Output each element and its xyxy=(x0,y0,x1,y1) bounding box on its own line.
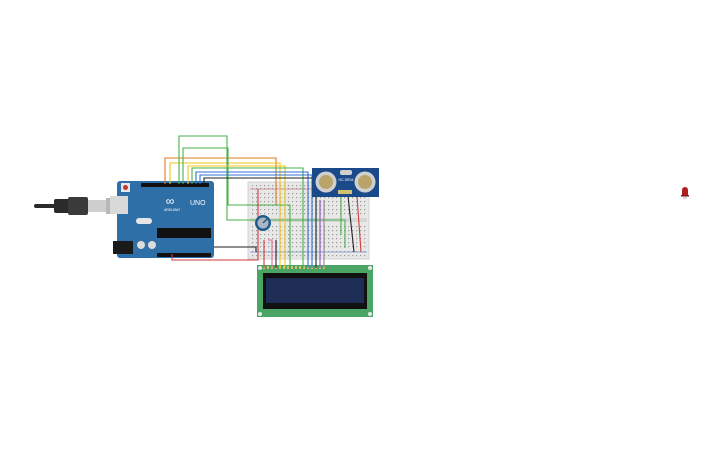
wire-black-gnd[interactable] xyxy=(214,246,257,252)
potentiometer[interactable] xyxy=(255,215,271,231)
wire-blue-1[interactable] xyxy=(195,171,309,268)
arduino-logo: ∞ xyxy=(166,194,175,208)
wire-green-3[interactable] xyxy=(191,167,304,268)
wire-sensor-black[interactable] xyxy=(347,195,355,253)
wires[interactable] xyxy=(164,135,362,268)
red-led[interactable] xyxy=(681,187,689,199)
wire-black-1[interactable] xyxy=(203,177,317,268)
sensor-model-label: HC-SR04 xyxy=(339,178,354,182)
wire-orange[interactable] xyxy=(164,157,277,205)
wire-yellow-1[interactable] xyxy=(169,162,281,268)
wire-sensor-red[interactable] xyxy=(356,195,362,253)
wire-pink[interactable] xyxy=(268,239,273,268)
arduino-model-label: UNO xyxy=(190,200,206,207)
lcd-16x2-display[interactable] xyxy=(257,265,373,317)
lcd-screen xyxy=(266,278,364,303)
wire-green-2[interactable] xyxy=(182,147,291,268)
arduino-uno-board[interactable]: ∞ UNO ARDUINO xyxy=(110,181,214,258)
wire-blue-2[interactable] xyxy=(199,174,313,268)
ultrasonic-sensor-hc-sr04[interactable]: HC-SR04 xyxy=(312,168,379,197)
arduino-brand-label: ARDUINO xyxy=(164,208,180,212)
wire-yellow-2[interactable] xyxy=(187,165,286,268)
